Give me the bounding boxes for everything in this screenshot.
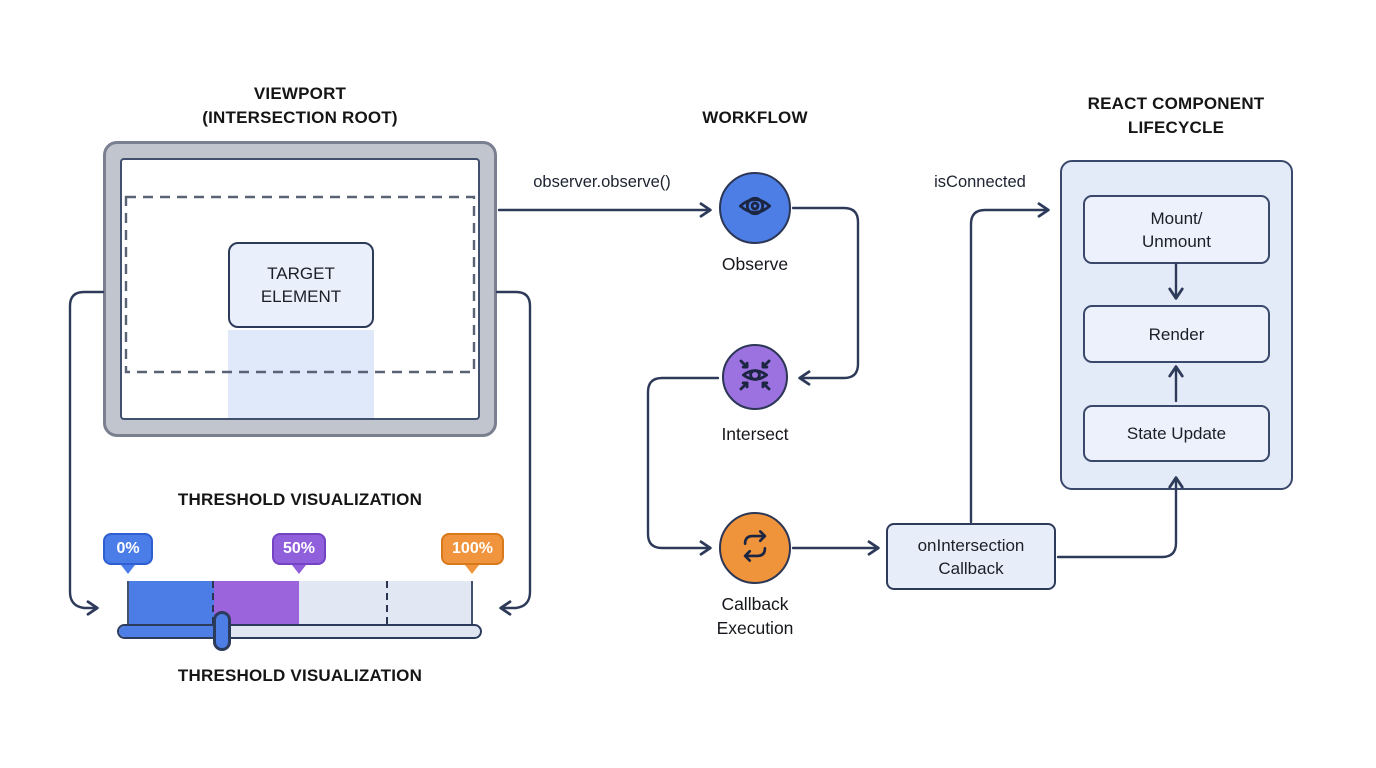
viewport-title: VIEWPORT (INTERSECTION ROOT) xyxy=(110,82,490,130)
threshold-badge-0[interactable]: 0% xyxy=(103,533,153,565)
threshold-slider-track[interactable] xyxy=(117,624,482,639)
edge-intersect-callback xyxy=(646,376,720,556)
edge-viewport-bar-left xyxy=(68,290,105,616)
state-update-box[interactable]: State Update xyxy=(1083,405,1270,462)
repeat-cycle-icon xyxy=(734,525,776,572)
viewport-title-line2: (INTERSECTION ROOT) xyxy=(202,108,398,127)
react-title-line2: LIFECYCLE xyxy=(1127,118,1225,137)
eye-icon xyxy=(733,184,777,233)
viewport-title-line1: VIEWPORT xyxy=(253,84,347,103)
threshold-title-top: THRESHOLD VISUALIZATION xyxy=(177,490,423,509)
threshold-bar xyxy=(127,581,473,627)
workflow-title: WORKFLOW xyxy=(702,108,808,127)
edge-box-stateupdate xyxy=(1056,476,1184,559)
observe-label: Observe xyxy=(721,254,789,274)
target-element-box[interactable]: TARGET ELEMENT xyxy=(228,242,374,328)
edge-isconnected xyxy=(969,202,1050,524)
intersect-label: Intersect xyxy=(721,424,789,444)
threshold-badge-50[interactable]: 50% xyxy=(272,533,326,565)
mount-unmount-box[interactable]: Mount/ Unmount xyxy=(1083,195,1270,264)
mount-line2: Unmount xyxy=(1142,231,1211,251)
badge-tail-0 xyxy=(121,565,135,574)
callback-node[interactable] xyxy=(719,512,791,584)
edge-observe-intersect xyxy=(791,206,860,386)
threshold-slider-fill xyxy=(119,626,225,637)
eye-intersect-icon xyxy=(733,353,777,402)
onintersection-line1: onIntersection xyxy=(917,535,1025,555)
target-label-line2: ELEMENT xyxy=(260,287,342,306)
threshold-segment-light xyxy=(299,581,471,627)
threshold-slider-handle[interactable] xyxy=(213,611,231,651)
target-label-line1: TARGET xyxy=(267,264,335,283)
isconnected-label: isConnected xyxy=(934,173,1026,191)
callback-execution-label: Callback Execution xyxy=(716,594,794,638)
observer-observe-label: observer.observe() xyxy=(533,173,671,191)
badge-tail-100 xyxy=(465,565,479,574)
threshold-segment-blue xyxy=(129,581,214,627)
react-lifecycle-title: REACT COMPONENT LIFECYCLE xyxy=(1040,92,1312,140)
react-title-line1: REACT COMPONENT xyxy=(1087,94,1265,113)
onintersection-line2: Callback xyxy=(938,558,1004,578)
render-box[interactable]: Render xyxy=(1083,305,1270,363)
target-scroll-band xyxy=(228,330,374,418)
intersect-node[interactable] xyxy=(722,344,788,410)
react-lifecycle-panel: Mount/ Unmount Render State Update xyxy=(1060,160,1293,490)
threshold-badge-100[interactable]: 100% xyxy=(441,533,504,565)
badge-tail-50 xyxy=(292,565,306,574)
threshold-title-bottom: THRESHOLD VISUALIZATION xyxy=(177,666,423,685)
mount-line1: Mount/ xyxy=(1150,208,1203,228)
observe-node[interactable] xyxy=(719,172,791,244)
onintersection-callback-box[interactable]: onIntersection Callback xyxy=(886,523,1056,590)
